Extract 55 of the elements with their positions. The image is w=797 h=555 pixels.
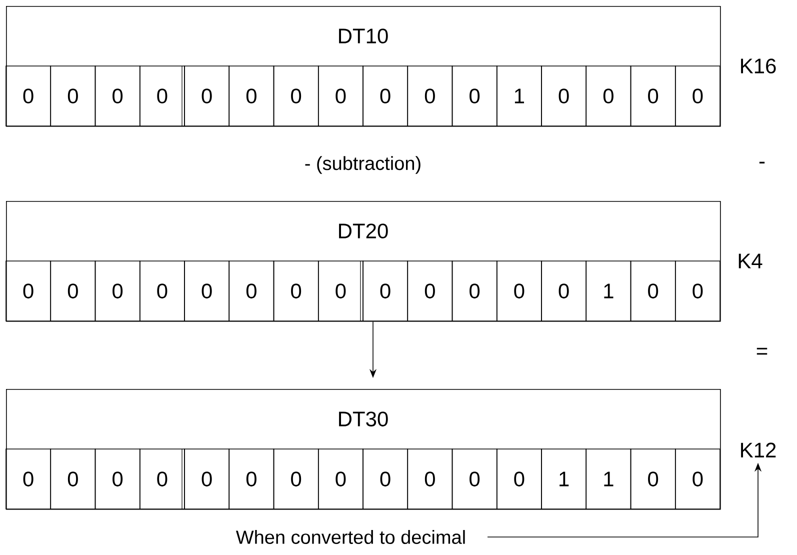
bit-cell: 0	[452, 448, 498, 510]
value-label: K12	[741, 442, 776, 458]
bit-cell: 0	[139, 448, 185, 510]
bit-cell: 0	[228, 448, 274, 510]
bit-cell: 0	[6, 260, 52, 322]
bit-cell: 0	[318, 448, 364, 510]
bit-cell: 0	[228, 66, 274, 126]
bit-cell: 0	[362, 260, 408, 322]
bit-cell: 0	[94, 260, 140, 322]
bit-cell: 0	[675, 66, 720, 126]
bit-cell: 0	[228, 260, 274, 322]
bit-cell: 0	[630, 260, 676, 322]
bit-cell: 0	[94, 66, 140, 126]
bit-cell: 0	[6, 448, 52, 510]
bit-cell: 1	[586, 448, 632, 510]
bit-cell: 0	[541, 260, 587, 322]
bit-cell: 0	[184, 66, 230, 126]
bit-cell: 0	[407, 260, 453, 322]
bit-cell: 0	[94, 448, 140, 510]
bit-cell: 0	[496, 448, 542, 510]
bit-cell: 0	[50, 448, 96, 510]
value-label: When converted to decimal	[236, 530, 465, 544]
bit-cell: 0	[184, 260, 230, 322]
bit-cell: 0	[586, 66, 632, 126]
bit-cell: 0	[273, 260, 319, 322]
bit-cell: 0	[675, 260, 720, 322]
value-label: K4	[738, 254, 762, 268]
bit-cell: 0	[318, 260, 364, 322]
bit-cell: 0	[407, 448, 453, 510]
bit-cell: 1	[586, 260, 632, 322]
bit-cell: 0	[6, 66, 52, 126]
bit-cell: 0	[362, 448, 408, 510]
bit-cell: 0	[184, 448, 230, 510]
bit-cell: 1	[496, 66, 542, 126]
bit-cell: 0	[675, 448, 720, 510]
note-text: - (subtraction)	[305, 156, 420, 174]
bit-cell: 0	[630, 66, 676, 126]
bit-cell: 0	[318, 66, 364, 126]
operator-sign: -	[759, 162, 765, 164]
bit-cell: 0	[139, 260, 185, 322]
bit-cell: 0	[50, 260, 96, 322]
value-label: K16	[741, 58, 776, 74]
bit-cell: 1	[541, 448, 587, 510]
bit-cell: 0	[139, 66, 185, 126]
bit-cell: 0	[273, 66, 319, 126]
bit-cell: 0	[452, 260, 498, 322]
bit-cell: 0	[273, 448, 319, 510]
bit-cell: 0	[50, 66, 96, 126]
operator-sign: =	[756, 348, 768, 355]
bit-cell: 0	[630, 448, 676, 510]
bit-cell: 0	[362, 66, 408, 126]
bit-cell: 0	[496, 260, 542, 322]
bit-cell: 0	[541, 66, 587, 126]
bit-cell: 0	[407, 66, 453, 126]
bit-cell: 0	[452, 66, 498, 126]
